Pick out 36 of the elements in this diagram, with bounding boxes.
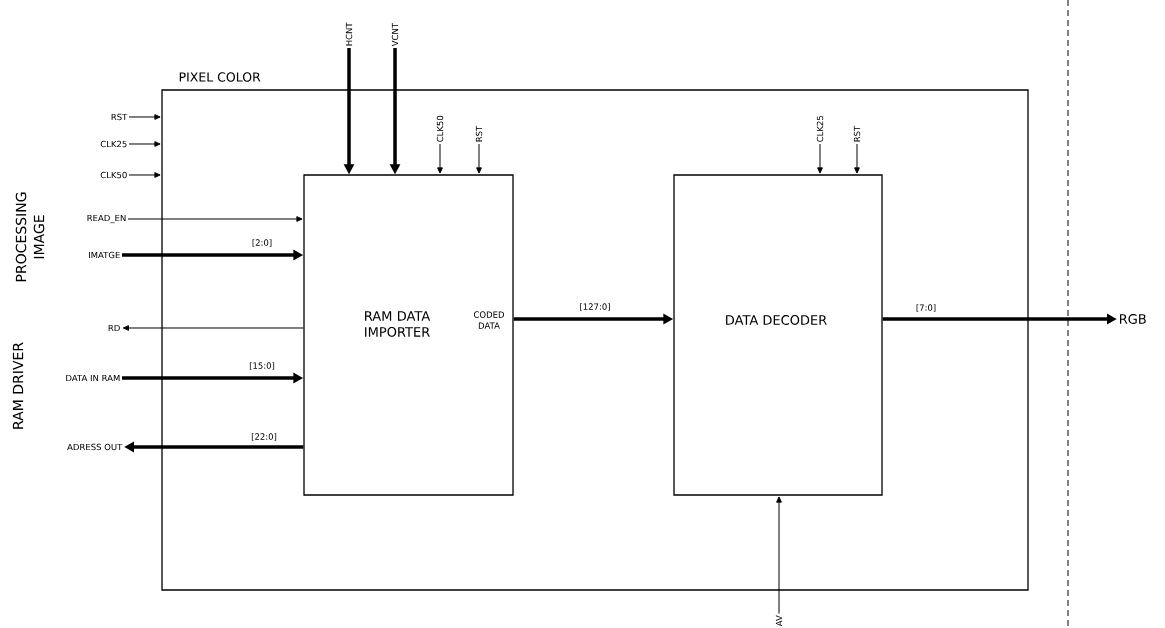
signal-arrow (127, 216, 303, 222)
bus-width-label: [22:0] (250, 432, 278, 442)
group-label: PROCESSING IMAGE (15, 192, 45, 282)
signal-arrow (817, 143, 823, 174)
bus-width-label: [7:0] (914, 303, 938, 313)
signal-label: AV (775, 615, 783, 627)
signal-label: READ_EN (87, 214, 126, 224)
signal-arrow (437, 143, 443, 174)
signal-label: VCNT (391, 22, 399, 47)
signal-label: RST (475, 125, 483, 142)
block-box: RAM DATA IMPORTER CODED DATA (303, 174, 514, 496)
block-box: DATA DECODER (673, 174, 883, 496)
signal-label: ADRESS OUT (67, 443, 123, 451)
bus-width-label: [2:0] (250, 238, 274, 248)
signal-arrow (128, 114, 161, 120)
bus-width-label: [127:0] (578, 302, 612, 312)
signal-arrow (476, 143, 482, 174)
signal-label: CLK25 (816, 116, 824, 142)
group-label: RAM DRIVER (12, 342, 24, 429)
signal-label: RST (111, 113, 128, 121)
signal-arrow (776, 496, 782, 614)
signal-label: DATA IN RAM (66, 374, 120, 382)
signal-arrow (122, 325, 304, 331)
signal-label: IMATGE (89, 251, 120, 259)
signal-arrow (854, 143, 860, 174)
signal-label: RD (108, 324, 120, 332)
signal-label: CLK50 (100, 171, 127, 179)
signal-label: CLK25 (100, 140, 127, 148)
signal-arrow (128, 172, 161, 178)
signal-label: RST (853, 125, 861, 142)
node-label: PIXEL COLOR (179, 72, 261, 82)
signal-arrow (128, 141, 161, 147)
signal-label: HCNT (345, 22, 353, 46)
signal-label: CLK50 (436, 115, 444, 142)
signal-label: RGB (1119, 314, 1146, 324)
bus-width-label: [15:0] (248, 361, 276, 371)
